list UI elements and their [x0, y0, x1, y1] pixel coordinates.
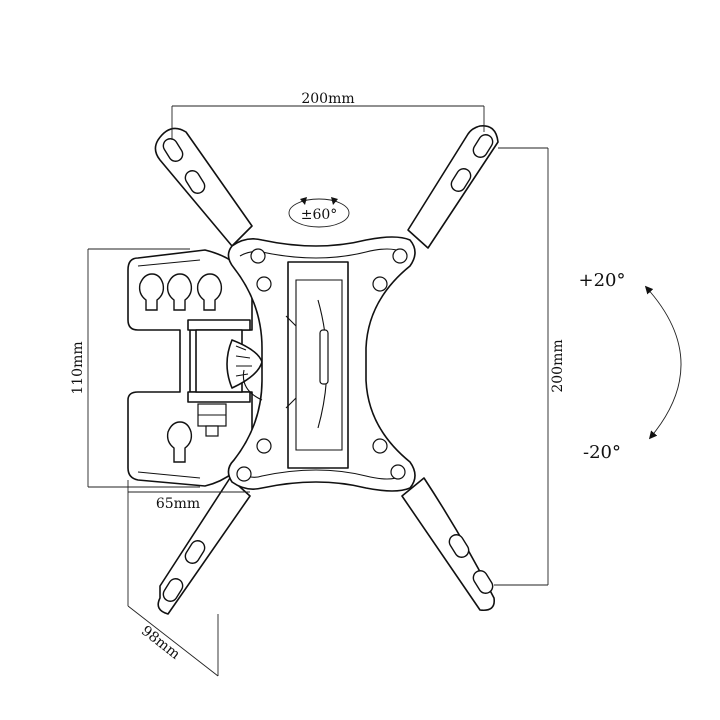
label-bottom-depth: 65mm — [156, 496, 200, 512]
vesa-arm-bottom-right — [401, 477, 496, 612]
keyhole-slot — [138, 273, 165, 311]
keyhole-slot — [196, 273, 223, 311]
label-top-width: 200mm — [301, 91, 354, 107]
label-tilt-up: +20° — [579, 270, 626, 291]
dimension-top-width — [171, 105, 485, 140]
keyhole-slot — [166, 421, 193, 463]
vesa-arm-top-left — [154, 127, 253, 247]
wall-plate — [127, 249, 253, 487]
tilt-plate — [227, 236, 416, 492]
dimension-right-height — [494, 147, 549, 586]
label-swivel-angle: ±60° — [301, 207, 338, 223]
swivel-arrows-icon — [288, 197, 350, 228]
dimension-bottom-depth — [127, 480, 250, 493]
dimension-diagonal-extension — [127, 492, 219, 677]
label-left-height: 110mm — [70, 341, 86, 394]
vesa-arm-top-right — [407, 125, 499, 249]
label-right-height: 200mm — [550, 339, 566, 392]
label-diagonal-extension: 98mm — [138, 623, 183, 663]
dimension-left-height — [87, 248, 200, 488]
label-tilt-down: -20° — [583, 442, 621, 463]
tilt-arc-arrow-icon — [644, 285, 682, 440]
keyhole-slot — [166, 273, 193, 311]
